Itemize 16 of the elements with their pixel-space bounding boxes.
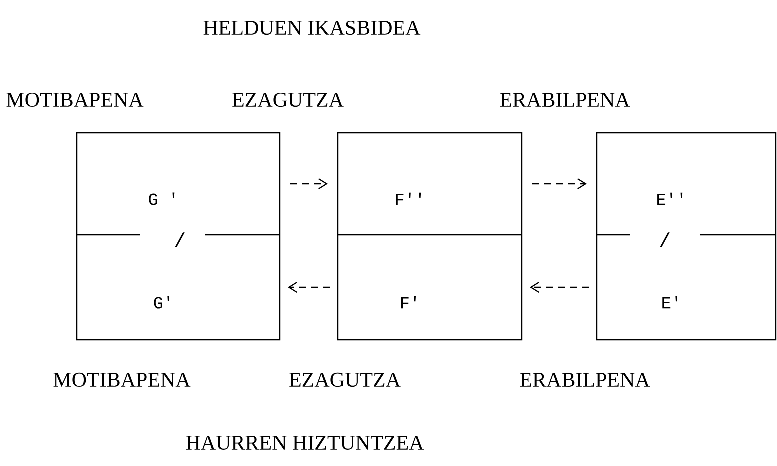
box-half: F'' (337, 132, 523, 235)
column-heading: ERABILPENA (520, 373, 650, 387)
column-heading: MOTIBAPENA (54, 372, 191, 388)
caption: HAURREN HIZTUNTZEA (186, 436, 424, 450)
arrow (288, 282, 330, 293)
slash-mark: / (660, 232, 670, 248)
arrow (290, 178, 328, 190)
arrow (530, 282, 589, 293)
slash-mark: / (175, 232, 185, 248)
box-half: F' (337, 235, 523, 341)
column-heading: EZAGUTZA (232, 92, 344, 108)
arrow (532, 178, 587, 190)
column-heading: MOTIBAPENA (6, 92, 144, 108)
title: HELDUEN IKASBIDEA (204, 20, 421, 36)
column-heading: ERABILPENA (500, 93, 630, 107)
column-heading: EZAGUTZA (290, 372, 401, 388)
